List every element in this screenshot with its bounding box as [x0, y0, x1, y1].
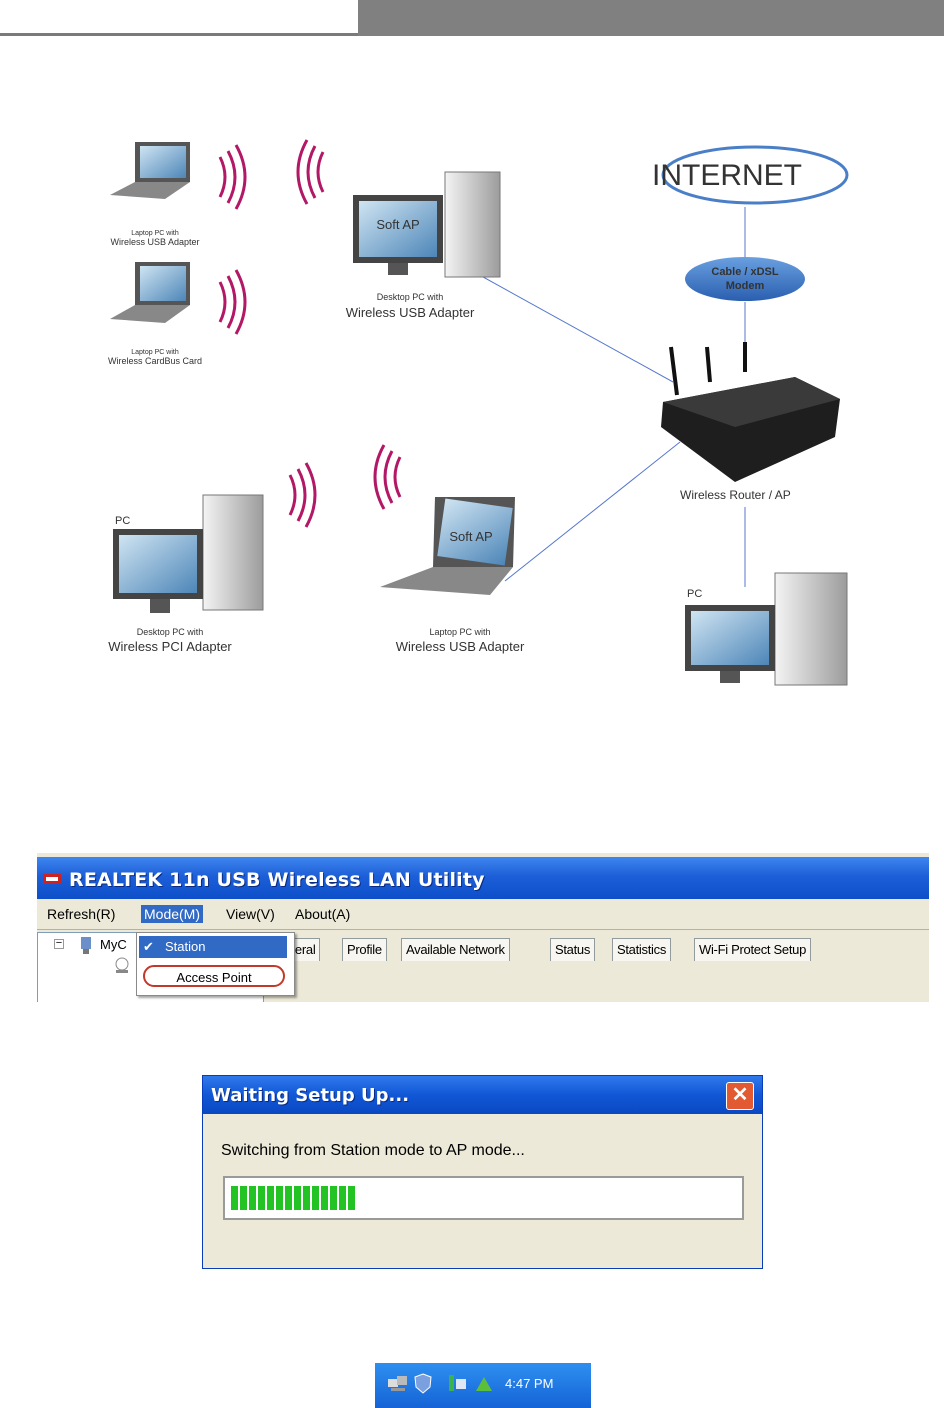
- computer-icon: [81, 937, 91, 954]
- progress-segment: [348, 1186, 355, 1210]
- progress-segment: [240, 1186, 247, 1210]
- signal-icon[interactable]: [473, 1373, 495, 1395]
- pc-pci-label-1: Desktop PC with: [137, 627, 204, 637]
- station-label: Station: [165, 939, 206, 954]
- laptop-2-label-2: Wireless CardBus Card: [108, 356, 202, 366]
- pc-pci-tag: PC: [115, 515, 130, 527]
- network-icon[interactable]: [387, 1375, 409, 1395]
- menu-option-station[interactable]: ✔ Station: [139, 936, 287, 958]
- laptop-softap-label-1: Laptop PC with: [429, 627, 490, 637]
- progress-segment: [258, 1186, 265, 1210]
- wireless-utility-icon[interactable]: [447, 1373, 469, 1395]
- progress-segment: [312, 1186, 319, 1210]
- system-tray: 4:47 PM: [375, 1363, 591, 1408]
- laptop-1-label-2: Wireless USB Adapter: [110, 237, 199, 247]
- tab-status[interactable]: Status: [550, 938, 596, 961]
- progress-segment: [339, 1186, 346, 1210]
- internet-label: INTERNET: [652, 159, 802, 192]
- menu-option-access-point[interactable]: Access Point: [143, 965, 285, 987]
- menu-bar: Refresh(R) Mode(M) View(V) About(A): [37, 901, 929, 927]
- pc-pci-label-2: Wireless PCI Adapter: [108, 639, 232, 654]
- pc-wired-tag: PC: [687, 588, 702, 600]
- mode-dropdown: ✔ Station Access Point: [136, 932, 295, 996]
- laptop-2-label-1: Laptop PC with: [131, 349, 179, 356]
- utility-title: REALTEK 11n USB Wireless LAN Utility: [69, 869, 485, 891]
- tab-wifi-protect-setup[interactable]: Wi-Fi Protect Setup: [694, 938, 811, 961]
- tab-statistics[interactable]: Statistics: [612, 938, 672, 961]
- laptop-softap-screen: Soft AP: [449, 529, 492, 544]
- close-button[interactable]: ✕: [726, 1082, 754, 1110]
- adapter-icon: [115, 957, 129, 973]
- clock: 4:47 PM: [505, 1376, 554, 1391]
- dialog-title: Waiting Setup Up...: [211, 1085, 410, 1106]
- menu-view[interactable]: View(V): [226, 906, 275, 922]
- waiting-dialog: Waiting Setup Up... ✕ Switching from Sta…: [202, 1075, 763, 1269]
- menu-about[interactable]: About(A): [295, 906, 351, 922]
- utility-title-bar: REALTEK 11n USB Wireless LAN Utility: [37, 857, 929, 899]
- router-label: Wireless Router / AP: [680, 488, 791, 502]
- header-rule: [0, 33, 358, 36]
- progress-segment: [249, 1186, 256, 1210]
- header-bar: [358, 0, 944, 36]
- realtek-icon: [43, 874, 61, 884]
- progress-segment: [321, 1186, 328, 1210]
- wireless-waves: [218, 139, 402, 528]
- progress-segment: [231, 1186, 238, 1210]
- menu-mode[interactable]: Mode(M): [141, 905, 204, 923]
- laptop-softap-label-2: Wireless USB Adapter: [396, 639, 525, 654]
- pc-wired: PC: [685, 572, 848, 686]
- modem-label-1: Cable / xDSL: [711, 266, 779, 278]
- checkmark-icon: ✔: [143, 939, 154, 954]
- network-diagram: INTERNET Cable / xDSL Modem Wireless Rou…: [108, 139, 849, 686]
- shield-icon[interactable]: [413, 1373, 433, 1395]
- laptop-2: Laptop PC with Wireless CardBus Card: [108, 262, 202, 366]
- router: Wireless Router / AP: [661, 342, 840, 502]
- laptop-1-label-1: Laptop PC with: [131, 230, 179, 237]
- dialog-message: Switching from Station mode to AP mode..…: [221, 1142, 525, 1159]
- desktop-softap: Soft AP Desktop PC with Wireless USB Ada…: [346, 171, 501, 320]
- modem: Cable / xDSL Modem: [685, 257, 805, 301]
- progress-segment: [303, 1186, 310, 1210]
- tree-root-label[interactable]: MyC: [100, 937, 127, 952]
- pc-pci: PC Desktop PC with Wireless PCI Adapter: [108, 494, 264, 654]
- tab-available-network[interactable]: Available Network: [401, 938, 510, 961]
- desktop-softap-label-1: Desktop PC with: [377, 292, 444, 302]
- internet-logo: INTERNET: [652, 145, 849, 205]
- progress-fill: [231, 1186, 355, 1210]
- progress-bar: [223, 1176, 744, 1220]
- modem-label-2: Modem: [726, 280, 765, 292]
- progress-segment: [285, 1186, 292, 1210]
- progress-segment: [330, 1186, 337, 1210]
- progress-segment: [267, 1186, 274, 1210]
- dialog-title-bar: Waiting Setup Up... ✕: [203, 1076, 762, 1114]
- desktop-softap-label-2: Wireless USB Adapter: [346, 305, 475, 320]
- menu-refresh[interactable]: Refresh(R): [47, 906, 116, 922]
- utility-window: REALTEK 11n USB Wireless LAN Utility Ref…: [37, 853, 929, 1002]
- tree-expand-icon[interactable]: −: [54, 937, 64, 949]
- laptop-softap: Soft AP Laptop PC with Wireless USB Adap…: [380, 497, 525, 654]
- progress-segment: [294, 1186, 301, 1210]
- laptop-1: Laptop PC with Wireless USB Adapter: [110, 142, 200, 247]
- progress-segment: [276, 1186, 283, 1210]
- tab-profile[interactable]: Profile: [342, 938, 387, 961]
- desktop-softap-screen: Soft AP: [376, 217, 419, 232]
